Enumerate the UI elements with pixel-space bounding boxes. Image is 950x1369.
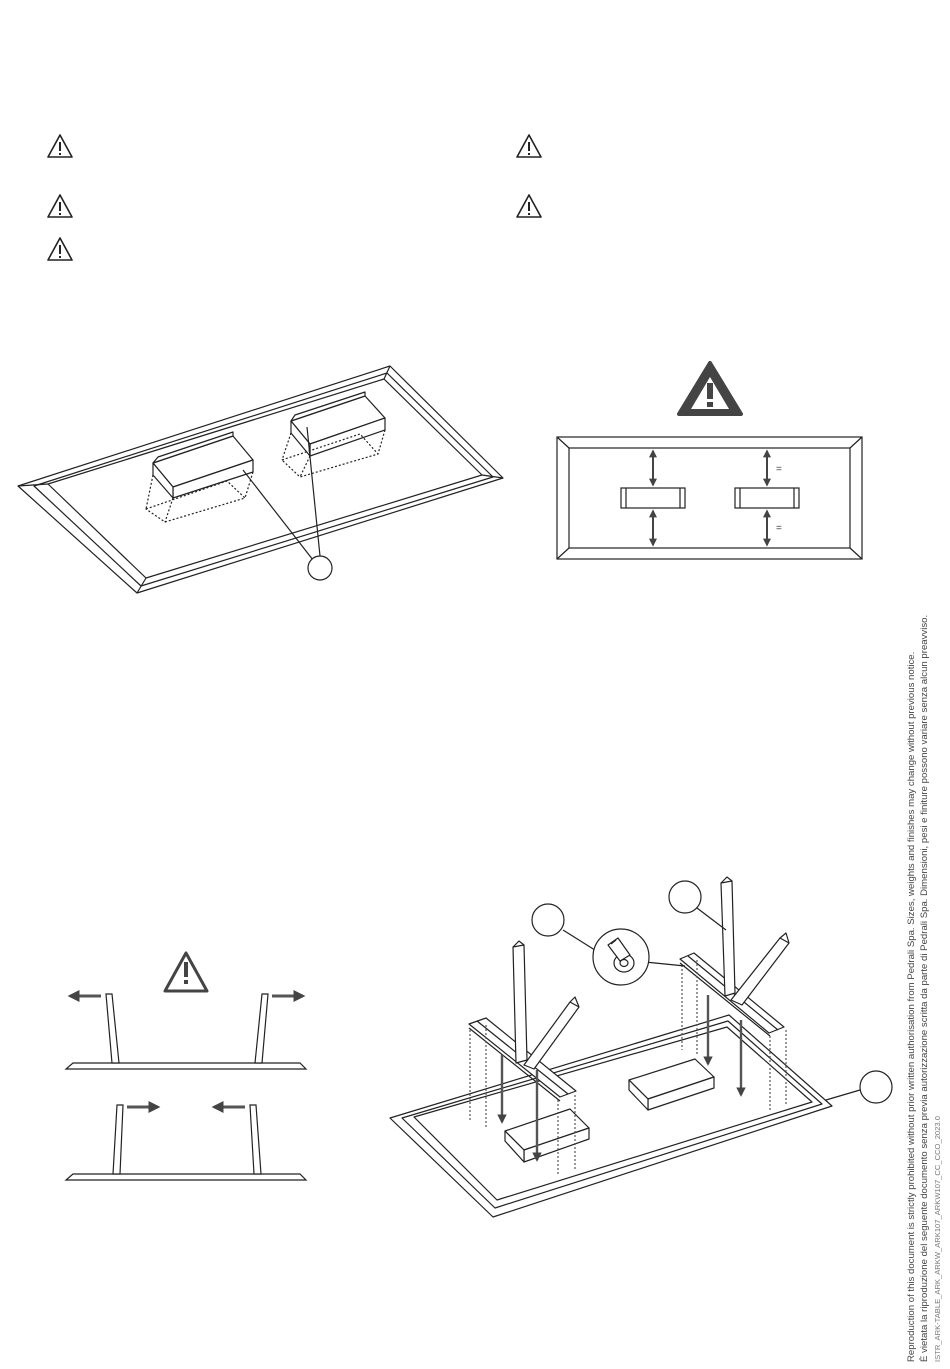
bracket-left — [145, 431, 254, 523]
bracket-top-view-right — [734, 487, 800, 509]
legal-notice-it: È vietata la riproduzione del seguente d… — [919, 614, 930, 1362]
leg-frame-left — [468, 940, 580, 1102]
warning-icon — [47, 134, 73, 158]
bracket-position-diagram — [556, 436, 863, 560]
legal-notice-en: Reproduction of this document is strictl… — [906, 651, 917, 1362]
legs-wide-view — [64, 993, 308, 1070]
tabletop-bracket-diagram — [17, 365, 504, 594]
leg-frame-right — [679, 876, 790, 1037]
warning-icon — [516, 134, 542, 158]
document-code: ISTR_ARK-TABLE_ARK_ARKW_ARK107_ARKW107_C… — [933, 1116, 942, 1362]
equal-mark: = — [776, 464, 782, 475]
legs-narrow-view — [64, 1104, 308, 1181]
warning-icon — [47, 194, 73, 218]
warning-icon — [516, 194, 542, 218]
bracket-top-view-left — [620, 487, 686, 509]
bracket-right — [628, 1058, 715, 1111]
screw-icon — [607, 937, 635, 973]
callout-circle — [531, 903, 565, 937]
bracket-right — [281, 391, 386, 478]
equal-mark: = — [776, 523, 782, 534]
callout-circle — [859, 1070, 893, 1104]
large-warning-icon — [677, 361, 743, 416]
callout-circle — [307, 555, 333, 581]
large-warning-icon — [163, 951, 209, 993]
callout-circle — [668, 880, 702, 914]
warning-icon — [47, 237, 73, 261]
leg-spacing-diagram — [64, 990, 308, 1181]
legal-footer: Reproduction of this document is strictl… — [905, 572, 944, 1362]
leg-assembly-diagram — [389, 876, 893, 1218]
